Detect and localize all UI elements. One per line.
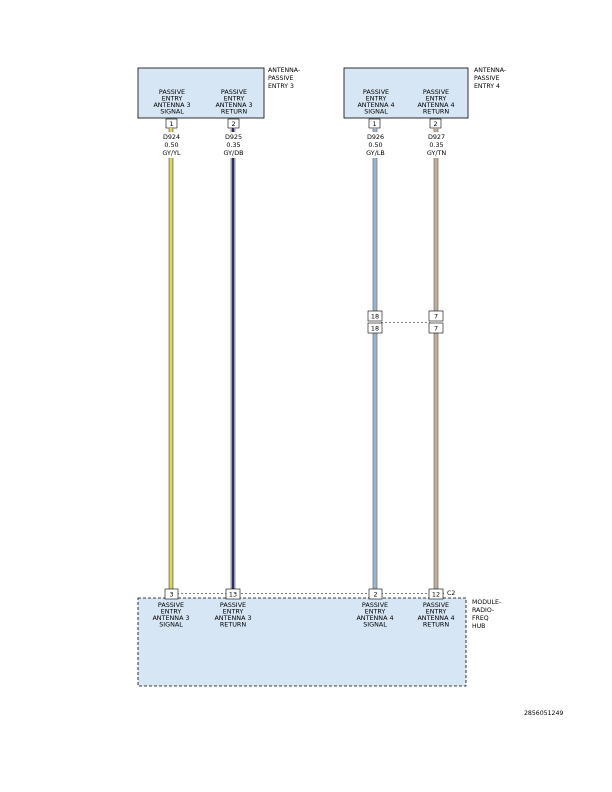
antenna4-name-line: ANTENNA-: [474, 67, 506, 74]
module-pin-13-label: PASSIVE: [220, 601, 246, 609]
module-pin-2-label: ANTENNA 4: [356, 614, 393, 622]
antenna3-pin1-label: ENTRY: [162, 95, 183, 103]
module-pin-13-label: RETURN: [220, 621, 246, 629]
antenna4-component-box: [343, 67, 469, 119]
wire-d925-label-bg: [222, 132, 245, 158]
inline-pin-18-top-number: 18: [371, 313, 379, 321]
wire-d926-color: GY/LB: [366, 149, 385, 157]
antenna3-pin2-label: ENTRY: [224, 95, 245, 103]
wire-d925-stripe: [232, 128, 234, 589]
wire-d926-stripe: [374, 128, 376, 312]
wire-d926-circuit: D926: [367, 133, 384, 141]
module-component-box: [137, 597, 467, 687]
module-pin-12-number: 12: [432, 591, 440, 599]
module-connector-id: C2: [447, 590, 455, 597]
wire-d927-label-bg: [425, 132, 448, 158]
antenna4-pin1-label: ENTRY: [366, 95, 387, 103]
antenna3-pin2-label: RETURN: [221, 108, 247, 116]
module-pin-12-label: PASSIVE: [423, 601, 449, 609]
antenna3-pin2-number: 2: [231, 120, 235, 128]
wire-d927-circuit: D927: [428, 133, 445, 141]
antenna3-name-line: ANTENNA-: [268, 67, 300, 74]
antenna3-pin2-label: ANTENNA 3: [215, 101, 252, 109]
antenna4-pin2-label: ENTRY: [426, 95, 447, 103]
module-pin-12-label: ANTENNA 4: [417, 614, 454, 622]
wire-d926-label-bg: [364, 132, 387, 158]
antenna3-pin1-label: PASSIVE: [159, 88, 185, 96]
wire-d924-label-bg: [160, 132, 183, 158]
antenna3-pin1-number: 1: [169, 120, 173, 128]
antenna4-name-line: PASSIVE: [474, 75, 499, 82]
antenna4-pin2-number: 2: [433, 120, 437, 128]
module-pin-2-label: ENTRY: [365, 608, 386, 616]
module-pin-13-box: [225, 588, 241, 600]
wire-d927-color: GY/TN: [427, 149, 447, 157]
inline-pin-7-top-number: 7: [434, 313, 438, 321]
wire-d927-gauge: 0.35: [429, 141, 443, 149]
antenna4-pin1-label: PASSIVE: [363, 88, 389, 96]
module-pin-2-label: SIGNAL: [363, 621, 387, 629]
inline-pin-7-bottom: [428, 322, 444, 334]
inline-pin-18-top: [367, 310, 383, 322]
module-pin-2-label: PASSIVE: [362, 601, 388, 609]
module-pin-12-box: [428, 588, 444, 600]
module-name-line: MODULE-: [472, 599, 501, 606]
wire-d924-circuit: D924: [163, 133, 180, 141]
module-pin-2-box: [368, 588, 383, 600]
antenna3-name-line: PASSIVE: [268, 75, 293, 82]
antenna3-pin2-label: PASSIVE: [221, 88, 247, 96]
inline-pin-7-bottom-number: 7: [434, 325, 438, 333]
module-pin-3-label: ANTENNA 3: [152, 614, 189, 622]
module-pin-3-box: [164, 588, 179, 600]
wire-d927-stripe-lower: [435, 333, 437, 589]
wire-d926-gauge: 0.50: [368, 141, 382, 149]
antenna4-pin1-label: ANTENNA 4: [357, 101, 394, 109]
diagram-id: 2856051249: [524, 710, 563, 717]
wire-d927-stripe: [435, 128, 437, 312]
module-pin-3-number: 3: [169, 591, 173, 599]
antenna4-name-line: ENTRY 4: [474, 83, 500, 90]
wire-d925-color: GY/DB: [224, 149, 244, 157]
module-pin-13-label: ANTENNA 3: [214, 614, 251, 622]
module-pin-3-label: SIGNAL: [159, 621, 183, 629]
module-pin-13-number: 13: [229, 591, 237, 599]
wire-d924-gauge: 0.50: [164, 141, 178, 149]
module-name-line: HUB: [472, 623, 485, 630]
module-pin-3-label: ENTRY: [161, 608, 182, 616]
inline-pin-18-bottom: [367, 322, 383, 334]
wire-d926-stripe-lower: [374, 333, 376, 589]
wire-d925-circuit: D925: [225, 133, 242, 141]
module-pin-2-number: 2: [373, 591, 377, 599]
module-name-line: FREQ: [472, 615, 489, 622]
wire-d924-stripe: [170, 128, 172, 589]
antenna3-name-line: ENTRY 3: [268, 83, 294, 90]
module-pin-12-label: ENTRY: [426, 608, 447, 616]
antenna4-pin2-label: PASSIVE: [423, 88, 449, 96]
wire-d924-color: GY/YL: [162, 149, 181, 157]
module-pin-12-label: RETURN: [423, 621, 449, 629]
antenna4-pin2-label: ANTENNA 4: [417, 101, 454, 109]
antenna4-pin1-label: SIGNAL: [364, 108, 388, 116]
inline-pin-7-top: [428, 310, 444, 322]
module-name-line: RADIO-: [472, 607, 494, 614]
antenna3-pin1-label: ANTENNA 3: [153, 101, 190, 109]
module-pin-13-label: ENTRY: [223, 608, 244, 616]
antenna3-pin1-label: SIGNAL: [160, 108, 184, 116]
antenna3-component-box: [137, 67, 265, 119]
antenna4-pin2-label: RETURN: [423, 108, 449, 116]
module-pin-3-label: PASSIVE: [158, 601, 184, 609]
inline-pin-18-bottom-number: 18: [371, 325, 379, 333]
antenna4-pin1-number: 1: [372, 120, 376, 128]
wire-d925-gauge: 0.35: [226, 141, 240, 149]
